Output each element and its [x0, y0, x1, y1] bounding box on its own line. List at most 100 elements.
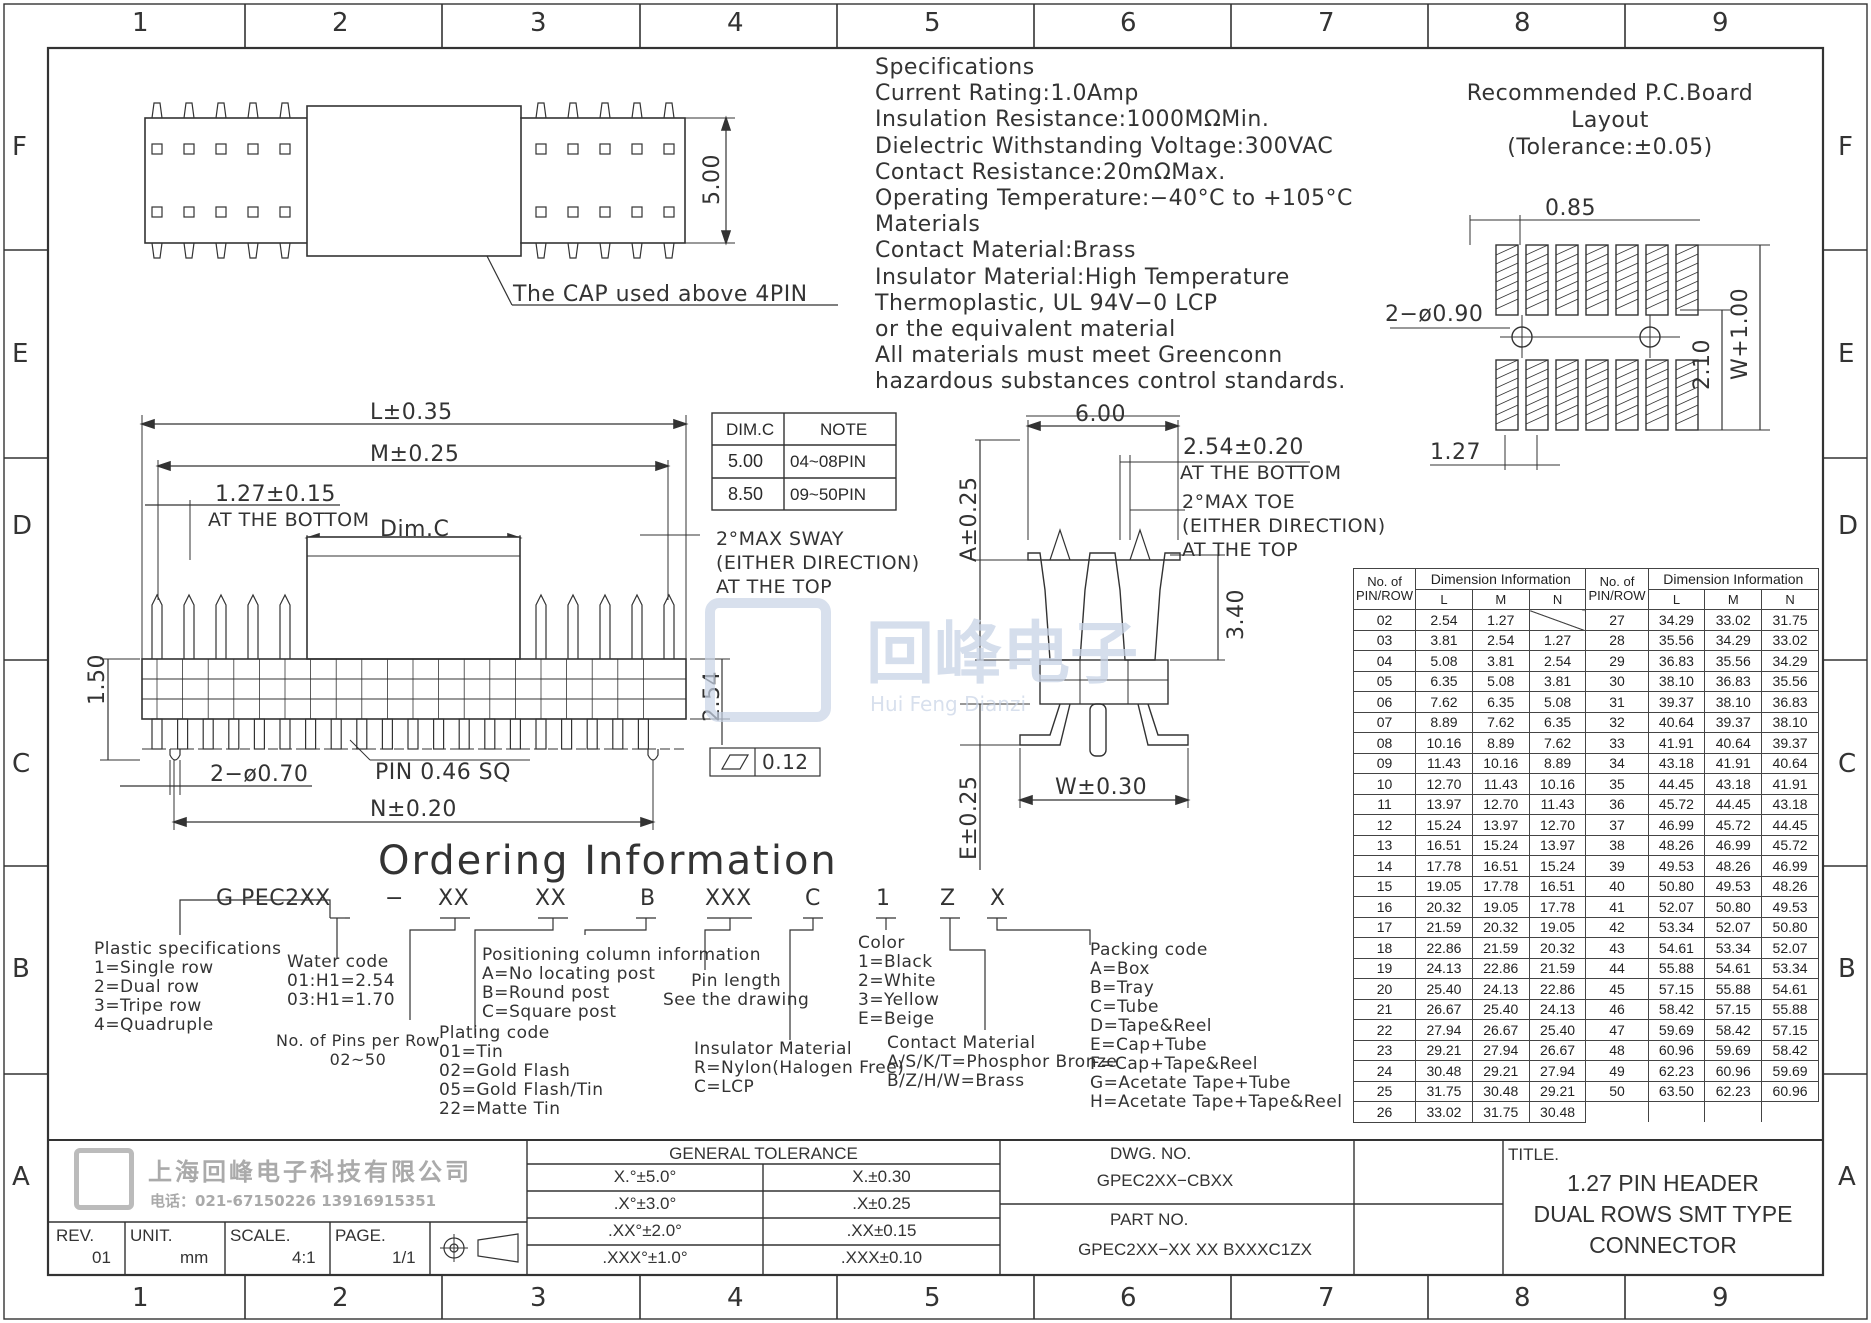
table-cell: 34.29: [1704, 629, 1763, 651]
table-cell: 26: [1352, 1101, 1417, 1123]
watermark-cn: 回峰电子: [866, 615, 1139, 694]
table-cell: 40.64: [1647, 711, 1706, 733]
table-cell: 34: [1585, 752, 1649, 774]
table-cell: 53.34: [1647, 916, 1706, 938]
table-cell: 39.37: [1761, 732, 1819, 754]
top-view-dim-height: 5.00: [700, 154, 725, 205]
text-line: No. of Pins per Row: [276, 1031, 440, 1050]
text-line: Recommended P.C.Board: [1466, 81, 1754, 106]
table-cell: 19.05: [1471, 896, 1530, 918]
text-line: Thermoplastic, UL 94V−0 LCP: [875, 290, 1218, 316]
table-cell: 57.15: [1647, 978, 1706, 1000]
ordering-code-part: XX: [438, 886, 470, 911]
table-cell: 05: [1352, 670, 1417, 692]
table-cell: 15.24: [1415, 814, 1473, 836]
table-cell: 41: [1585, 896, 1649, 918]
table-cell: 14: [1352, 855, 1417, 877]
zone-col-label: 2: [332, 8, 350, 38]
zone-col-label: 6: [1120, 8, 1138, 38]
table-cell: 48.26: [1761, 875, 1819, 897]
table-cell: 46.99: [1704, 834, 1763, 856]
text-line: B=Round post: [482, 983, 610, 1003]
table-cell: 31.75: [1415, 1080, 1473, 1102]
table-cell: 43.18: [1761, 793, 1819, 815]
zone-row-label: F: [1838, 132, 1854, 162]
table-cell: 26.67: [1471, 1019, 1530, 1041]
table-cell: 12.70: [1471, 793, 1530, 815]
table-cell: 16.51: [1528, 875, 1587, 897]
text-line: AT THE TOP: [716, 576, 833, 598]
table-cell: 26.67: [1415, 998, 1473, 1020]
text-line: 02=Gold Flash: [439, 1061, 571, 1081]
text-line: Pin length: [691, 971, 782, 991]
table-cell: 50.80: [1704, 896, 1763, 918]
text-line: B=Tray: [1090, 978, 1155, 998]
unit-value: mm: [180, 1248, 209, 1267]
table-cell: 46: [1585, 998, 1649, 1020]
table-cell: 22: [1352, 1019, 1417, 1041]
table-cell: 06: [1352, 691, 1417, 713]
text-line: (EITHER DIRECTION): [1182, 515, 1386, 537]
table-cell: 19.05: [1415, 875, 1473, 897]
table-cell: 17.78: [1415, 855, 1473, 877]
side-dim-254-note: AT THE BOTTOM: [1180, 462, 1342, 484]
table-cell: 37: [1585, 814, 1649, 836]
dimc-r2-note: 09~50PIN: [790, 485, 867, 504]
text-line: Insulation Resistance:1000MΩMin.: [875, 107, 1270, 133]
dimc-header-dim: DIM.C: [726, 420, 775, 439]
table-cell: 55.88: [1647, 957, 1706, 979]
rev-value: 01: [92, 1248, 111, 1267]
text-line: B/Z/H/W=Brass: [887, 1071, 1025, 1091]
table-cell: [1761, 1101, 1819, 1122]
table-cell: 45: [1585, 978, 1649, 1000]
table-cell: 53.34: [1761, 957, 1819, 979]
table-cell: 22.86: [1471, 957, 1530, 979]
zone-col-label: 1: [132, 1283, 150, 1313]
text-line: Insulator Material: [694, 1039, 853, 1059]
table-cell: [1704, 1101, 1762, 1122]
zone-col-label: 2: [332, 1283, 350, 1313]
table-cell: 41.91: [1647, 732, 1706, 754]
text-line: A/S/K/T=Phosphor Bronze: [887, 1052, 1118, 1072]
table-cell: 19: [1352, 957, 1417, 979]
table-cell: 31.75: [1471, 1101, 1530, 1123]
zone-col-label: 3: [530, 8, 548, 38]
table-cell: 8.89: [1471, 732, 1530, 754]
tolerance-linear: .XX±0.15: [846, 1221, 917, 1240]
side-dim-600: 6.00: [1075, 402, 1126, 427]
text-line: D=Tape&Reel: [1090, 1016, 1213, 1036]
zone-col-label: 8: [1514, 8, 1532, 38]
dimc-r2-val: 8.50: [728, 484, 764, 504]
table-cell: 12.70: [1528, 814, 1587, 836]
dimc-table-lines: [711, 412, 897, 511]
table-cell: 44: [1585, 957, 1649, 979]
table-cell: 42: [1585, 916, 1649, 938]
table-cell: 35.56: [1647, 629, 1706, 651]
table-cell: 46.99: [1647, 814, 1706, 836]
table-cell: 29: [1585, 650, 1649, 672]
table-cell: 45.72: [1647, 793, 1706, 815]
table-cell: 5.08: [1471, 670, 1530, 692]
tolerance-angle: .XXX°±1.0°: [602, 1248, 688, 1267]
dimc-header-note: NOTE: [820, 420, 868, 439]
text-line: Positioning column information: [482, 945, 761, 965]
table-cell: 6.35: [1471, 691, 1530, 713]
outer-frame: [3, 3, 1868, 1320]
text-line: Plastic specifications: [94, 939, 282, 959]
table-cell: 30: [1585, 670, 1649, 692]
table-cell: 20.32: [1415, 896, 1473, 918]
watermark-logo: [705, 598, 831, 722]
text-line: (EITHER DIRECTION): [716, 552, 920, 574]
